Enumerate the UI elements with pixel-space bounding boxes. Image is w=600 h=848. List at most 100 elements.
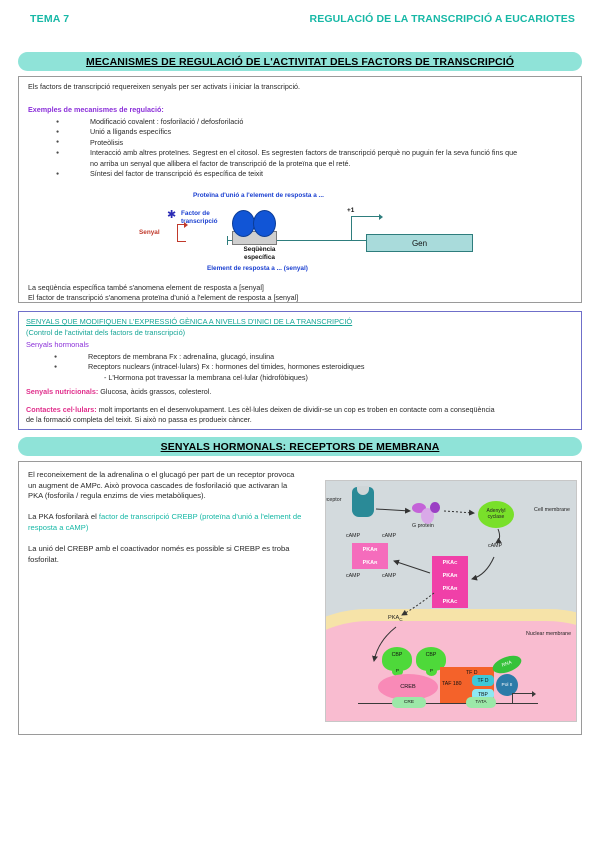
diagram1-sequence-label: Seqüència específica [243,246,276,262]
intro-text: Els factors de transcripció requereixen … [28,82,301,91]
tf-subunit-icon [232,210,255,237]
banner-1-text: MECANISMES DE REGULACIÓ DE L'ACTIVITAT D… [85,55,515,68]
g-alpha-subunit-icon [412,503,426,513]
list-item-continuation: no arriba un senyal que allibera el fact… [90,158,351,168]
note-sequence: La seqüència específica també s'anomena … [28,283,264,292]
contactes-line-2: de la formació completa del teixit. Si a… [26,415,252,424]
p1-line-2: un augment de AMPc. Això provoca cascade… [28,480,288,490]
diagram1-factor-label: Factor de transcripció [181,210,218,225]
tbp-subunit-icon: TBP [472,689,494,700]
signal-arrow-base [177,240,186,242]
camp-label: cAMP [382,573,397,579]
list-item: Proteòlisis [28,137,573,148]
section-banner-mecanismes: MECANISMES DE REGULACIÓ DE L'ACTIVITAT D… [18,52,582,71]
mecanismes-bullet-list: Modificació covalent : fosforilació / de… [28,116,573,180]
cre-element-icon: CRE [392,697,426,708]
tema-label: TEMA 7 [30,13,70,25]
signal-arrow-head-icon [184,221,188,228]
senyals-heading: SENYALS QUE MODIFIQUEN L'EXPRESSIÓ GÈNIC… [26,317,353,326]
senyals-nutricionals-line: Senyals nutricionals: Glucosa, àcids gra… [26,387,211,396]
tss-arrow-shaft [351,216,381,218]
cbp-label: CBP [425,652,437,658]
receptors-paragraph-2: La PKA fosforilarà el factor de transcri… [28,512,318,533]
transcription-start-stem [512,693,513,704]
list-subitem: - L'Hormona pot travessar la membrana ce… [104,372,308,382]
p2-prefix: La PKA fosforilarà el [28,512,99,521]
list-item: Modificació covalent : fosforilació / de… [28,116,573,127]
ligand-label: Neurotransmitter/hormone [380,481,442,482]
list-item: Interacció amb altres proteïnes. Segrest… [28,148,573,159]
gene-box: Gen [366,234,473,252]
nuclear-membrane-label: Nuclear membrane [526,631,572,637]
contactes-label: Contactes cel·lulars: [26,405,97,414]
note-factor: El factor de transcripció s'anomena prot… [28,293,299,302]
phosphate-icon: P [426,667,437,676]
senyals-nutricionals-text: Glucosa, àcids grassos, colesterol. [98,387,212,396]
document-title: REGULACIÓ DE LA TRANSCRIPCIÓ A EUCARIOTE… [309,13,575,25]
receptors-paragraph-1: El reconeixement de la adrenalina o el g… [28,470,308,502]
nuclear-dna-strand [358,703,538,704]
star-icon: ✱ [167,209,177,221]
g-beta-subunit-icon [421,508,434,524]
camp-label: cAMP [346,573,361,579]
gprotein-label: G protein [412,523,434,529]
transcription-start-shaft [512,693,534,694]
list-item: Unió a lligands específics [28,127,573,138]
p2-crebp-highlight-2: resposta a cAMP) [28,522,89,532]
senyals-bullet-list: Receptors de membrana Fx : adrenalina, g… [26,351,566,383]
camp-label: cAMP [488,543,503,549]
contactes-line: Contactes cel·lulars: molt importants en… [26,405,495,414]
camp-signalling-diagram: Neurotransmitter/hormone Receptor G prot… [325,480,577,722]
diagram1-title: Proteïna d'unió a l'element de resposta … [193,192,324,199]
cbp-label: CBP [391,652,403,658]
p1-line-1: El reconeixement de la adrenalina o el g… [28,470,295,479]
page-header: TEMA 7 REGULACIÓ DE LA TRANSCRIPCIÓ A EU… [0,0,600,36]
list-item: Receptors de membrana Fx : adrenalina, g… [26,351,566,362]
tfd-subunit-icon: TF D [472,675,494,686]
tss-arrow-head-icon [379,213,383,220]
receptor-label: Receptor [326,497,342,503]
diagram1-signal-label: Senyal [139,229,160,236]
banner-2-text: SENYALS HORMONALS: RECEPTORS DE MEMBRANA [160,440,440,453]
tss-arrow-stem [351,216,353,241]
list-item: Receptors nuclears (intracel·lulars) Fx … [26,362,566,373]
cell-membrane-label: Cell membrane [534,507,570,513]
ligand-triangle-icon [356,480,372,481]
section-banner-hormonals: SENYALS HORMONALS: RECEPTORS DE MEMBRANA [18,437,582,456]
p1-line-3: PKA (fosforila / regula enzims de vies m… [28,491,206,501]
tfiid-label: TF D [466,670,478,676]
senyals-subheading: (Control de l'activitat dels factors de … [26,328,186,337]
signal-arrow-stem [177,224,179,242]
dna-strand [227,240,471,242]
diagram1-element-label: Element de resposta a ... (senyal) [207,265,308,272]
p2-crebp-highlight: factor de transcripció CREBP (proteïna d… [98,512,302,521]
creb-icon: CREB [378,674,438,700]
g-gamma-subunit-icon [430,502,440,513]
transcription-factor-diagram: Proteïna d'unió a l'element de resposta … [139,192,475,277]
senyals-nutricionals-label: Senyals nutricionals: [26,387,99,396]
pka-c-free-label: PKAC [388,615,403,623]
p3-line-2: fosforilat. [28,554,59,564]
transcription-start-arrowhead-icon [532,690,536,697]
phosphate-icon: P [392,667,403,676]
content-box-mecanismes [18,76,582,303]
dna-left-tick [227,236,229,245]
diagram1-tss-label: +1 [347,207,355,214]
receptors-paragraph-3: La unió del CREBP amb el coactivador nom… [28,544,318,565]
tf-subunit-icon [253,210,276,237]
receptor-icon [352,486,374,517]
pol-ii-icon: Pol II [496,674,518,696]
p3-line-1: La unió del CREBP amb el coactivador nom… [28,544,290,553]
adenylyl-cyclase-icon: Adenylyl cyclase [478,501,514,528]
contactes-text: molt importants en el desenvolupament. L… [96,405,495,414]
camp-label: cAMP [382,533,397,539]
list-item: Síntesi del factor de transcripció és es… [28,169,573,180]
signal-arrow-top [177,224,185,226]
